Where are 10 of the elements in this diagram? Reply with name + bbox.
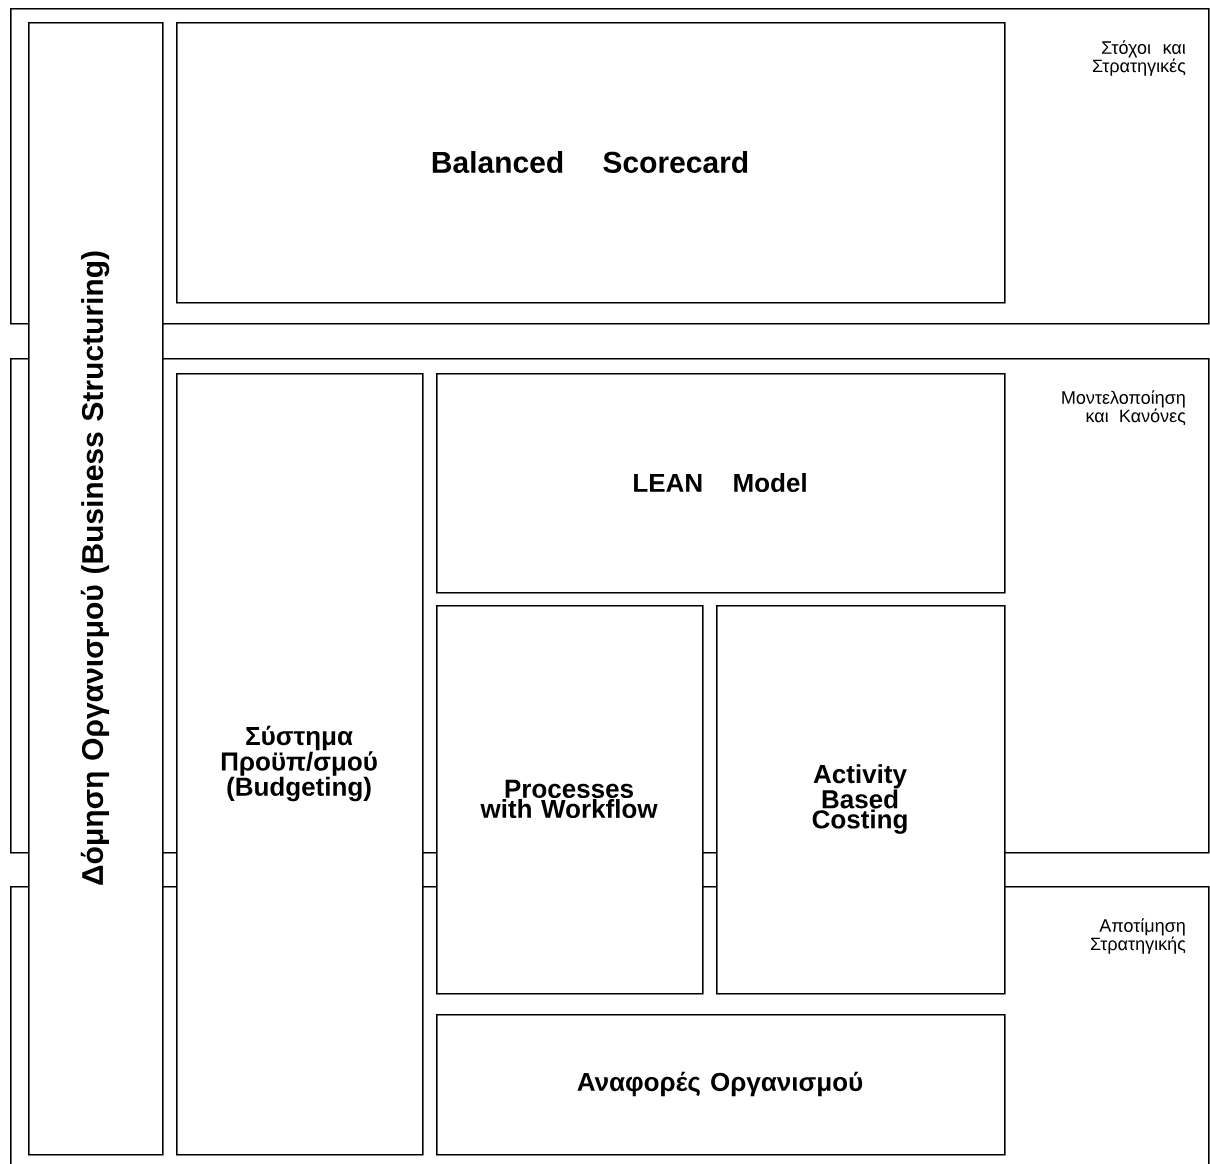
box-label: Balanced Scorecard — [432, 151, 748, 173]
box-label: Δόμηση Οργανισμού (Business Structuring) — [80, 251, 110, 885]
band-heading: Στόχοι και Στρατηγικές — [1092, 40, 1186, 76]
box-label: Processes with Workflow — [480, 779, 658, 819]
band-heading: Αποτίμηση Στρατηγικής — [1090, 918, 1186, 954]
box-label: Αναφορές Οργανισμού — [577, 1071, 863, 1097]
box-label: Σύστημα Προϋπ/σμού (Budgeting) — [221, 725, 377, 802]
box-label: LEAN Model — [634, 472, 806, 493]
box-label: Activity Based Costing — [812, 764, 907, 834]
band-heading: Μοντελοποίηση και Κανόνες — [1062, 390, 1186, 426]
